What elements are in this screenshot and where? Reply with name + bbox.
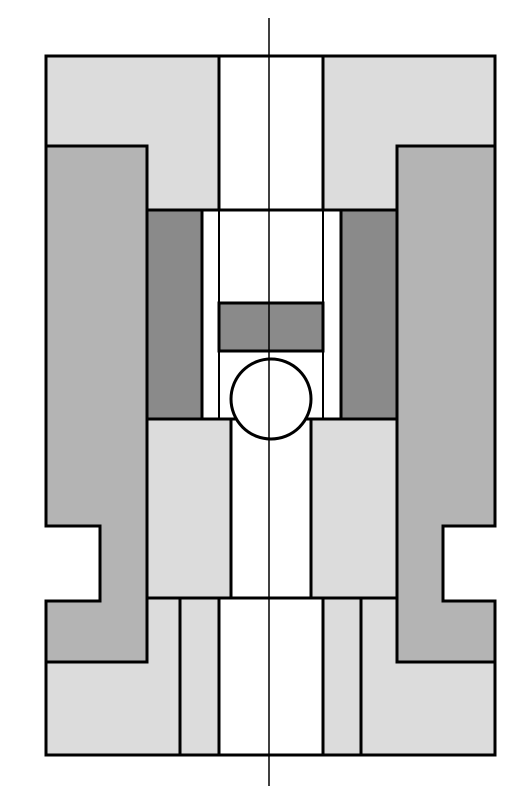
ball bbox=[229, 357, 313, 441]
middle-bore bbox=[229, 417, 313, 600]
bottom-sleeve bbox=[178, 596, 363, 757]
inner-slug bbox=[217, 301, 325, 353]
right-insert bbox=[339, 208, 399, 421]
left-insert bbox=[145, 208, 204, 421]
